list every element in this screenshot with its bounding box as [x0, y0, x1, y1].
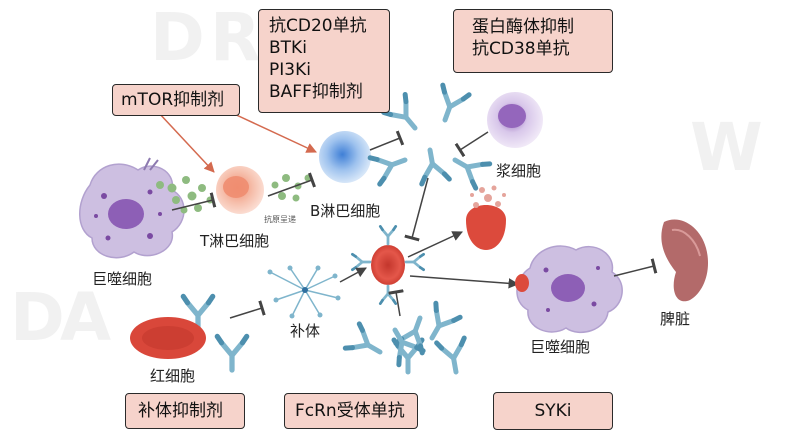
- rbc-label: 红细胞: [150, 367, 196, 385]
- t-cell-label: T淋巴细胞: [200, 232, 270, 250]
- mtor-arrow-t: [157, 111, 215, 173]
- pi3ki-label: PI3Ki: [269, 60, 311, 80]
- opsonized-rbc: [351, 225, 425, 305]
- complement-inhibitor-box: 补体抑制剂: [125, 393, 245, 429]
- macrophage-t-inhibit-line: [171, 192, 217, 211]
- spleen-organ: [661, 219, 709, 302]
- antibody-complement-inhibit-line: [229, 300, 266, 319]
- svg-text:D: D: [150, 0, 205, 76]
- btki-label: BTKi: [269, 38, 307, 58]
- mtor-arrow-b: [229, 111, 317, 153]
- complement-inhibitor-label: 补体抑制剂: [138, 401, 223, 421]
- svg-text:D: D: [10, 279, 65, 356]
- plasma-cell: [487, 92, 543, 148]
- fcrn-label: FcRn受体单抗: [295, 401, 405, 421]
- b-cell-label: B淋巴细胞: [310, 202, 381, 220]
- bottom-antibody-rbc-line: [388, 289, 404, 317]
- macrophage-right-label: 巨噬细胞: [530, 338, 591, 356]
- mtor-inhibitor-label: mTOR抑制剂: [121, 90, 225, 110]
- proteasome-inhibition-label: 蛋白酶体抑制: [472, 17, 574, 37]
- complement-molecule: [267, 265, 341, 319]
- svg-text:A: A: [60, 279, 111, 356]
- complement-rbc-arrow: [339, 267, 367, 283]
- rbc-macrophage-arrow: [409, 275, 520, 289]
- anti-cd20-label: 抗CD20单抗: [269, 16, 367, 36]
- lysed-rbc: [466, 185, 506, 250]
- syki-box: SYKi: [493, 392, 613, 430]
- plasma-targets-box: 蛋白酶体抑制 抗CD38单抗: [453, 9, 613, 73]
- macrophage-spleen-inhibit-line: [613, 258, 658, 277]
- b-cell: [319, 131, 371, 183]
- antigen-presentation-label: 抗原呈递: [264, 215, 296, 224]
- t-cell: [216, 166, 264, 214]
- anti-cd38-label: 抗CD38单抗: [472, 39, 570, 59]
- macrophage-left-cell: [79, 157, 185, 259]
- mtor-inhibitor-box: mTOR抑制剂: [112, 84, 240, 116]
- antibody-rbc-inhibit-line: [404, 177, 429, 242]
- plasma-cell-label: 浆细胞: [496, 162, 542, 180]
- b-antibody-inhibit-line: [369, 130, 405, 151]
- svg-text:W: W: [690, 109, 763, 186]
- rbc-lysis-arrow: [407, 231, 463, 258]
- plasma-antibody-inhibit-line: [454, 131, 489, 158]
- spleen-label: 脾脏: [660, 310, 691, 328]
- rbc-normal: [130, 317, 206, 359]
- antibody-cluster-bottom: [345, 303, 470, 374]
- antigen-dots-right: [271, 174, 312, 202]
- svg-text:R: R: [210, 0, 261, 76]
- syki-label: SYKi: [534, 401, 572, 421]
- t-b-inhibit-line: [267, 172, 316, 197]
- macrophage-left-label: 巨噬细胞: [92, 270, 153, 288]
- fcrn-box: FcRn受体单抗: [284, 393, 418, 429]
- b-cell-targets-box: 抗CD20单抗 BTKi PI3Ki BAFF抑制剂: [258, 9, 390, 113]
- macrophage-right-cell: [515, 245, 623, 333]
- complement-label: 补体: [290, 322, 321, 340]
- antigen-dots-left: [156, 176, 214, 214]
- baff-inhibitor-label: BAFF抑制剂: [269, 82, 363, 102]
